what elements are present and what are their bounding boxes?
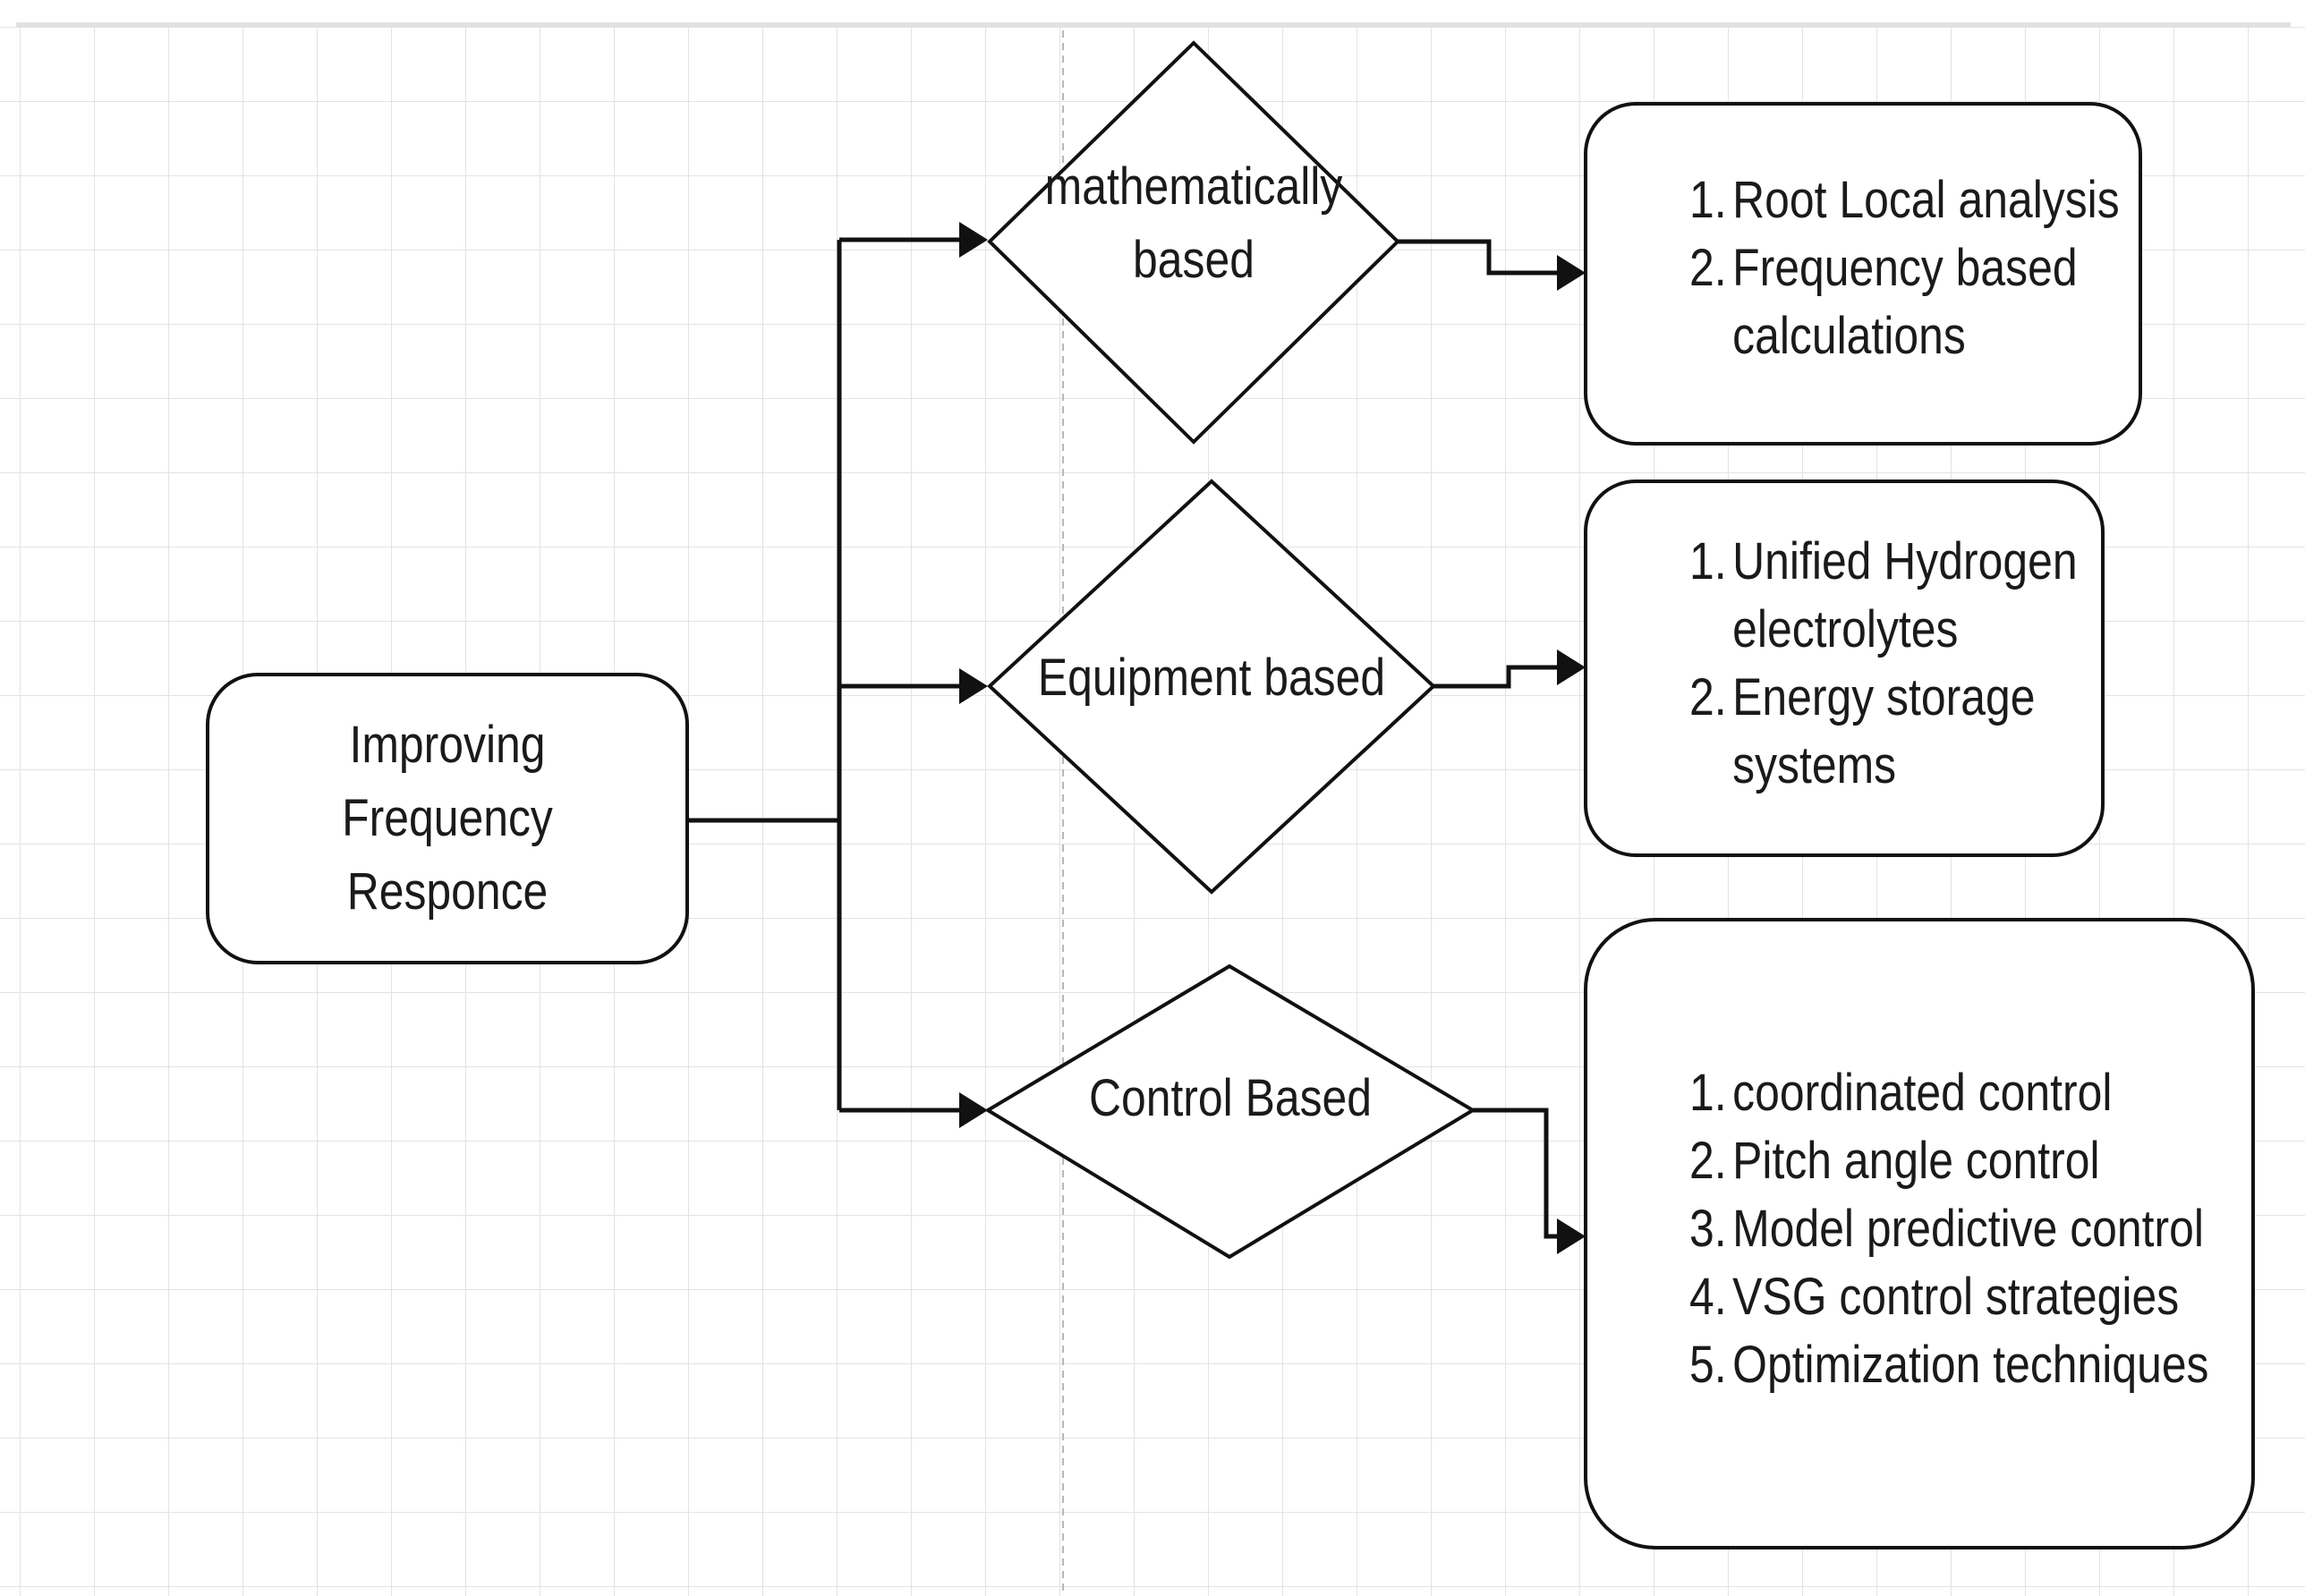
- diamond-math: [987, 40, 1400, 445]
- list-number: 2.: [1689, 668, 1727, 726]
- list-text: Root Local analysis: [1732, 171, 2120, 229]
- top-border-strip: [0, 0, 2305, 25]
- list-text: Model predictive control: [1732, 1200, 2204, 1258]
- list-text: Pitch angle control: [1732, 1132, 2100, 1190]
- root-box: [206, 673, 689, 964]
- result-box-equipment: [1584, 480, 2105, 857]
- list-number: 1.: [1689, 1064, 1727, 1122]
- connector-equipment-to-box: [1433, 665, 1557, 689]
- arrowhead-equipment: [959, 668, 988, 704]
- list-item: 4. VSG control strategies: [1689, 1263, 2209, 1331]
- decision-label-control: Control Based: [1088, 1069, 1373, 1127]
- arrowhead-math-box: [1557, 255, 1586, 291]
- list-number: 5.: [1689, 1336, 1727, 1394]
- list-number: 4.: [1689, 1268, 1727, 1326]
- list-item: 5. Optimization techniques: [1689, 1331, 2209, 1399]
- list-item: 1. Unified Hydrogen electrolytes: [1689, 528, 2078, 664]
- list-number: 3.: [1689, 1200, 1727, 1258]
- decision-diamonds: [984, 40, 1476, 1260]
- list-item: 1. Root Local analysis: [1689, 166, 2120, 234]
- diamond-control: [984, 964, 1476, 1260]
- arrowhead-equipment-box: [1557, 649, 1586, 685]
- list-text: Optimization techniques: [1732, 1336, 2209, 1394]
- list-text: coordinated control: [1732, 1064, 2113, 1122]
- arrowhead-control: [959, 1092, 988, 1128]
- decision-label-equipment: Equipment based: [1037, 649, 1386, 707]
- list-number: 1.: [1689, 171, 1727, 229]
- arrowheads: [959, 222, 1586, 1254]
- list-item: 2. Pitch angle control: [1689, 1127, 2209, 1195]
- result-list-math: 1. Root Local analysis 2. Frequency base…: [1689, 166, 2120, 370]
- result-list-equipment: 1. Unified Hydrogen electrolytes 2. Ener…: [1689, 528, 2078, 800]
- list-item: 2. Frequency based calculations: [1689, 234, 2120, 370]
- arrowhead-control-box: [1557, 1218, 1586, 1254]
- result-connectors: [1398, 239, 1557, 1239]
- list-item: 2. Energy storage systems: [1689, 664, 2078, 800]
- list-text: Unified Hydrogen electrolytes: [1732, 532, 2078, 658]
- root-connectors: [689, 237, 968, 1113]
- connector-math-to-box: [1398, 239, 1557, 276]
- list-item: 1. coordinated control: [1689, 1059, 2209, 1127]
- list-item: 3. Model predictive control: [1689, 1195, 2209, 1263]
- list-text: VSG control strategies: [1732, 1268, 2180, 1326]
- list-text: Frequency based calculations: [1732, 239, 2078, 365]
- result-box-math: [1584, 102, 2142, 446]
- root-label: Improving Frequency Responce: [342, 716, 553, 921]
- list-number: 2.: [1689, 239, 1727, 297]
- arrowhead-math: [959, 222, 988, 258]
- decision-label-math: mathematically based: [1044, 157, 1343, 289]
- diamond-equipment: [987, 479, 1436, 895]
- connector-control-to-box: [1473, 1108, 1557, 1239]
- list-number: 1.: [1689, 532, 1727, 590]
- list-number: 2.: [1689, 1132, 1727, 1190]
- result-box-control: [1584, 918, 2255, 1549]
- list-text: Energy storage systems: [1732, 668, 2036, 794]
- result-list-control: 1. coordinated control 2. Pitch angle co…: [1689, 1059, 2209, 1399]
